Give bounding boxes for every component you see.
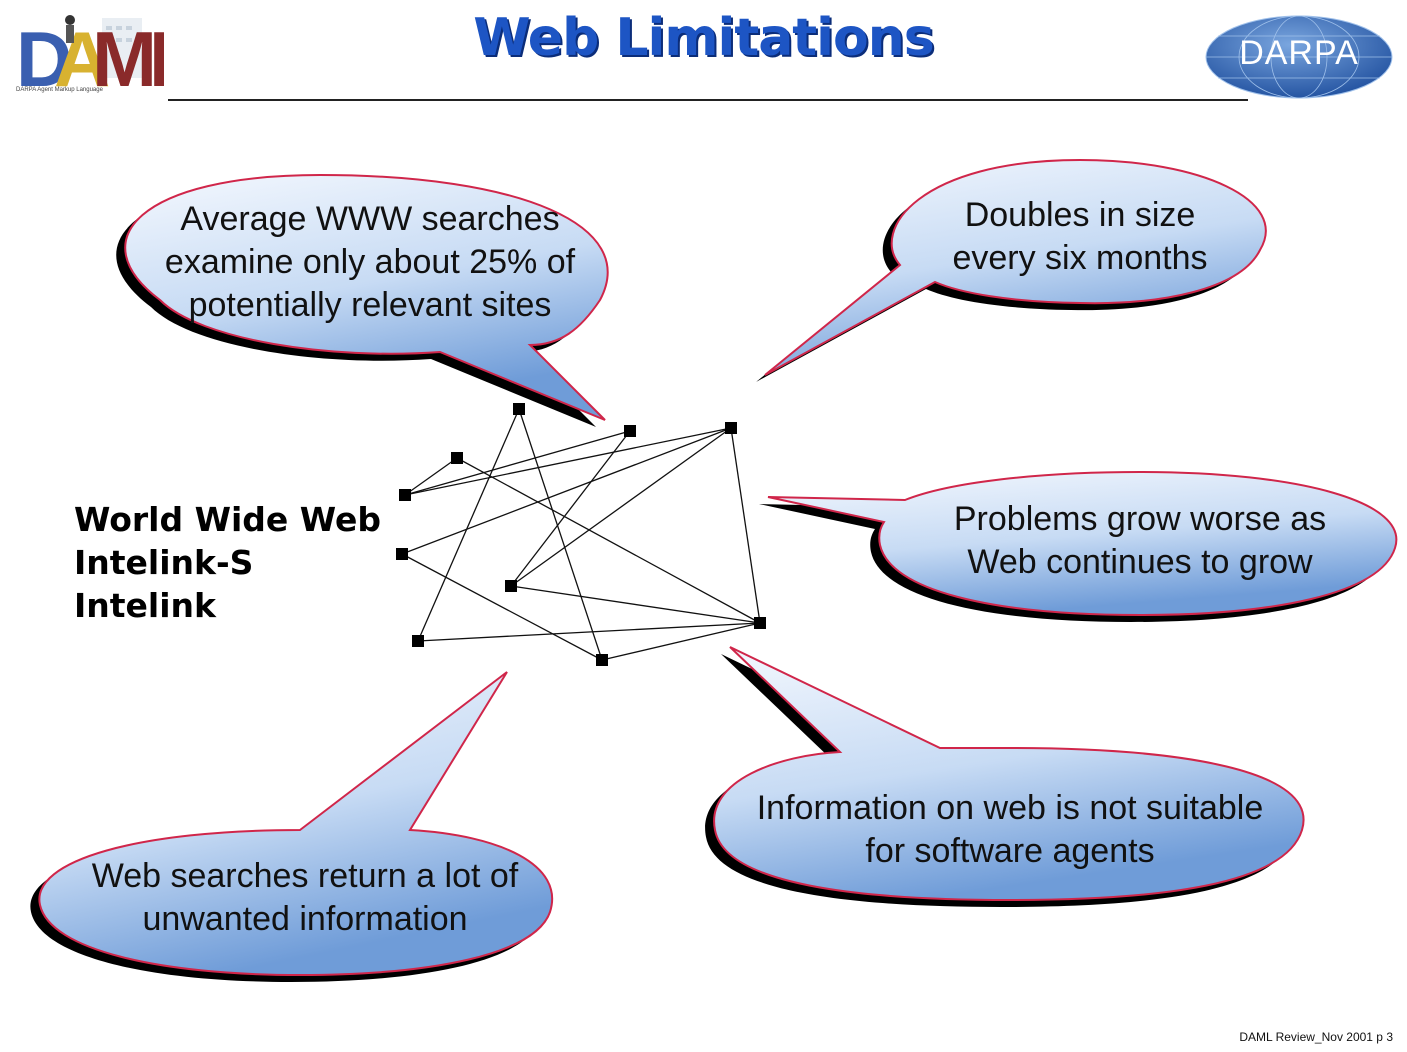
network-edge xyxy=(510,427,732,587)
callout-unwanted-bubble xyxy=(38,671,553,977)
network-node xyxy=(412,635,424,647)
callout-problems-bubble xyxy=(767,470,1398,617)
callout-problems xyxy=(759,470,1398,622)
daml-logo: D A ML xyxy=(14,12,164,102)
network-edge xyxy=(417,408,520,642)
network-edge xyxy=(601,622,761,661)
network-edge xyxy=(730,427,761,624)
callout-doubles-bubble xyxy=(764,158,1267,376)
network-node xyxy=(396,548,408,560)
network-node xyxy=(754,617,766,629)
callout-agents-text: Information on web is not suitable for s… xyxy=(730,787,1290,873)
network-labels: World Wide Web Intelink-S Intelink xyxy=(74,498,381,627)
daml-logo-subtitle: DARPA Agent Markup Language xyxy=(16,87,103,93)
title-divider xyxy=(168,99,1248,101)
network-edge xyxy=(401,427,732,555)
network-nodes xyxy=(396,403,766,666)
network-node xyxy=(725,422,737,434)
callout-doubles-line: every six months xyxy=(952,239,1208,277)
network-edge xyxy=(401,553,603,661)
network-edge xyxy=(404,427,732,496)
callout-doubles-line: Doubles in size xyxy=(964,196,1196,234)
callout-searches-bubble xyxy=(124,173,609,421)
callout-doubles-text: Doubles in size every six months xyxy=(930,194,1230,280)
svg-text:ML: ML xyxy=(92,15,164,102)
slide-title: Web Limitations xyxy=(473,8,934,68)
network-edge xyxy=(510,430,631,587)
network-node xyxy=(399,489,411,501)
network-edge xyxy=(518,408,603,661)
callout-searches-text: Average WWW searches examine only about … xyxy=(140,198,600,327)
network-graph xyxy=(401,408,761,661)
callout-agents-line: for software agents xyxy=(865,832,1155,870)
darpa-logo-text: DARPA xyxy=(1239,34,1359,72)
network-edge xyxy=(510,585,761,624)
label-intelink-s: Intelink-S xyxy=(74,543,254,582)
callout-agents-bubble xyxy=(713,646,1305,902)
callout-unwanted xyxy=(30,671,553,982)
svg-text:A: A xyxy=(54,15,110,102)
label-world-wide-web: World Wide Web xyxy=(74,500,382,539)
network-node xyxy=(513,403,525,415)
callout-problems-line: Web continues to grow xyxy=(967,543,1313,581)
network-node xyxy=(451,452,463,464)
callout-searches xyxy=(116,173,609,427)
network-node xyxy=(505,580,517,592)
label-intelink: Intelink xyxy=(74,586,216,625)
callout-searches-line: potentially relevant sites xyxy=(188,286,552,324)
network-node xyxy=(596,654,608,666)
network-edge xyxy=(417,622,761,642)
callout-unwanted-line: unwanted information xyxy=(142,900,468,938)
callout-doubles xyxy=(756,158,1267,382)
callout-agents-line: Information on web is not suitable xyxy=(756,789,1264,827)
network-edge xyxy=(456,457,761,624)
network-edge xyxy=(404,430,631,496)
callout-unwanted-line: Web searches return a lot of xyxy=(91,857,519,895)
network-node xyxy=(624,425,636,437)
network-edge xyxy=(404,457,458,496)
callout-problems-text: Problems grow worse as Web continues to … xyxy=(920,498,1360,584)
callout-searches-line: Average WWW searches xyxy=(180,200,560,238)
slide-footer: DAML Review_Nov 2001 p 3 xyxy=(1239,1030,1393,1044)
callout-agents xyxy=(705,646,1305,907)
callout-unwanted-text: Web searches return a lot of unwanted in… xyxy=(70,855,540,941)
callout-searches-line: examine only about 25% of xyxy=(164,243,576,281)
callout-problems-line: Problems grow worse as xyxy=(953,500,1327,538)
darpa-logo xyxy=(1205,15,1393,99)
